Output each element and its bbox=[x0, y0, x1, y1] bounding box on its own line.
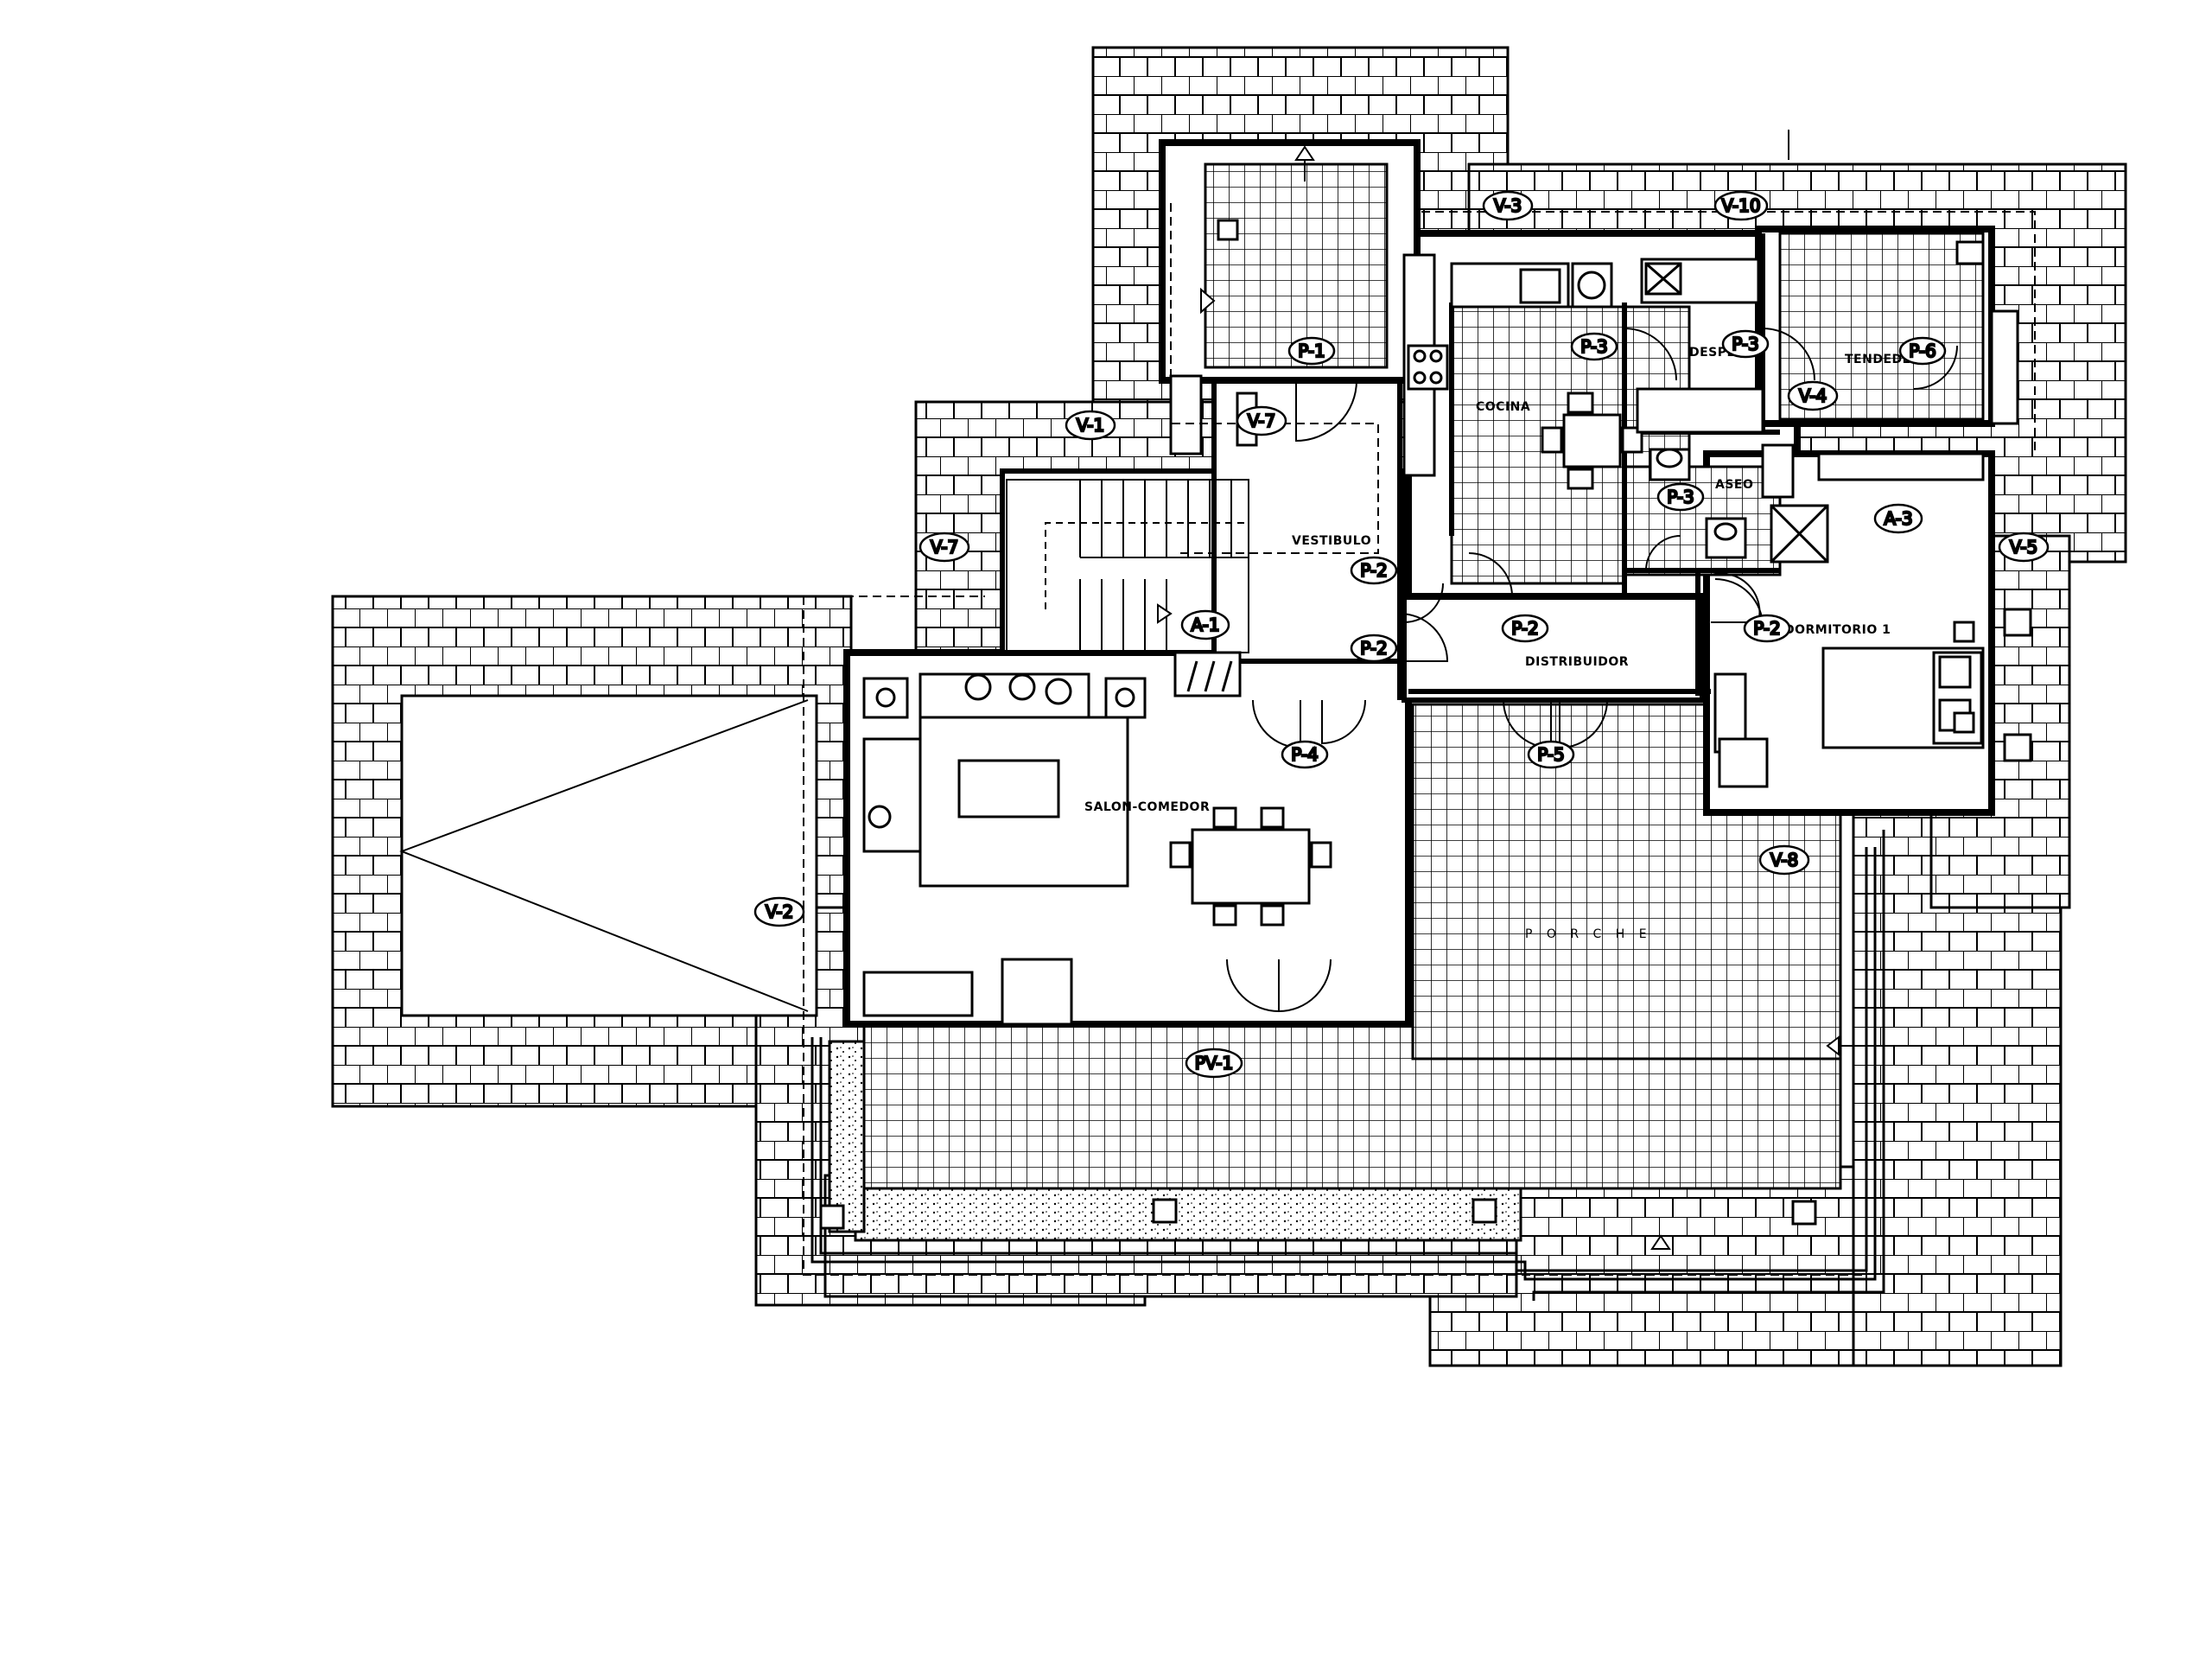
svg-text:V-3: V-3 bbox=[1494, 195, 1522, 216]
svg-text:V-4: V-4 bbox=[1799, 385, 1827, 406]
salon-furniture bbox=[862, 651, 1332, 1026]
window-tag-v10: V-10 bbox=[1713, 190, 1769, 221]
window-tag-v2: V-2 bbox=[753, 896, 805, 927]
bathroom-fixtures bbox=[1649, 443, 1829, 564]
window-tag-v4: V-4 bbox=[1787, 380, 1839, 411]
room-labels: VESTIBULO COCINA DESPENSA TENDEDERO ASEO… bbox=[1084, 346, 1931, 941]
tag-pv1: PV-1 bbox=[1185, 1048, 1243, 1079]
utility-fixtures bbox=[1636, 240, 2019, 434]
door-tag-p6: P-6 bbox=[1898, 336, 1947, 366]
room-label-aseo: ASEO bbox=[1715, 478, 1753, 492]
door-tag-p3b: P-3 bbox=[1721, 329, 1770, 359]
svg-text:V-7: V-7 bbox=[931, 537, 958, 557]
door-swings bbox=[1226, 328, 1958, 1013]
window-tag-v3: V-3 bbox=[1482, 190, 1534, 221]
door-tag-p2a: P-2 bbox=[1350, 556, 1398, 585]
svg-text:P-4: P-4 bbox=[1291, 744, 1319, 765]
driveway-ramp bbox=[399, 694, 818, 1017]
svg-text:V-5: V-5 bbox=[2010, 537, 2037, 557]
svg-text:P-1: P-1 bbox=[1298, 341, 1325, 361]
tiled-rooms bbox=[1204, 162, 1985, 585]
svg-text:P-3: P-3 bbox=[1732, 334, 1759, 354]
window-tag-v7a: V-7 bbox=[918, 532, 970, 563]
room-label-distribuidor: DISTRIBUIDOR bbox=[1525, 655, 1629, 669]
svg-text:V-7: V-7 bbox=[1248, 411, 1275, 431]
svg-text:P-3: P-3 bbox=[1667, 487, 1694, 507]
svg-text:P-2: P-2 bbox=[1360, 560, 1388, 581]
staircase bbox=[1006, 479, 1249, 653]
direction-arrows bbox=[1200, 145, 1884, 1250]
svg-text:P-6: P-6 bbox=[1909, 341, 1936, 361]
door-tag-p3c: P-3 bbox=[1656, 482, 1705, 512]
window-tag-v8: V-8 bbox=[1758, 844, 1810, 876]
svg-text:P-2: P-2 bbox=[1511, 618, 1539, 639]
svg-text:P-2: P-2 bbox=[1360, 638, 1388, 659]
tag-a1: A-1 bbox=[1180, 609, 1230, 640]
kitchen-fixtures bbox=[1402, 253, 1643, 490]
svg-text:V-1: V-1 bbox=[1077, 415, 1104, 436]
bedroom-furniture bbox=[1713, 452, 2032, 788]
other-tags: A-1 A-3 PV-1 bbox=[1180, 503, 1923, 1079]
door-tag-p2c: P-2 bbox=[1501, 614, 1549, 643]
room-label-dormitorio: DORMITORIO 1 bbox=[1784, 623, 1891, 637]
door-tags: P-1 P-2 P-2 P-2 P-2 P-3 P-3 P-3 bbox=[1281, 329, 1947, 769]
door-tag-p4: P-4 bbox=[1281, 740, 1329, 769]
terrace-edges bbox=[810, 830, 1885, 1301]
svg-text:P-5: P-5 bbox=[1537, 744, 1565, 765]
room-label-cocina: COCINA bbox=[1476, 400, 1530, 414]
svg-text:V-2: V-2 bbox=[766, 901, 793, 922]
room-label-vestibulo: VESTIBULO bbox=[1292, 534, 1371, 548]
svg-text:V-8: V-8 bbox=[1770, 850, 1798, 870]
door-tag-p5: P-5 bbox=[1527, 740, 1575, 769]
tag-a3: A-3 bbox=[1873, 503, 1923, 534]
window-tag-v1: V-1 bbox=[1065, 410, 1116, 441]
door-tag-p2b: P-2 bbox=[1350, 634, 1398, 663]
door-tag-p1: P-1 bbox=[1287, 336, 1336, 366]
room-label-porche: P O R C H E bbox=[1525, 927, 1652, 941]
door-tag-p3a: P-3 bbox=[1570, 332, 1618, 361]
svg-text:A-1: A-1 bbox=[1191, 615, 1219, 635]
door-tag-p2d: P-2 bbox=[1743, 614, 1791, 643]
svg-text:PV-1: PV-1 bbox=[1195, 1053, 1234, 1073]
room-label-salon: SALON-COMEDOR bbox=[1084, 800, 1210, 814]
svg-text:P-2: P-2 bbox=[1753, 618, 1781, 639]
svg-text:P-3: P-3 bbox=[1580, 336, 1608, 357]
window-tag-v5: V-5 bbox=[1998, 532, 2050, 563]
window-tags: V-1 V-2 V-3 V-4 V-5 V-7 V-7 V-8 bbox=[753, 190, 2050, 927]
svg-text:A-3: A-3 bbox=[1884, 508, 1912, 529]
window-tag-v7b: V-7 bbox=[1236, 405, 1287, 436]
porch-area bbox=[819, 703, 1842, 1242]
svg-text:V-10: V-10 bbox=[1721, 195, 1760, 216]
